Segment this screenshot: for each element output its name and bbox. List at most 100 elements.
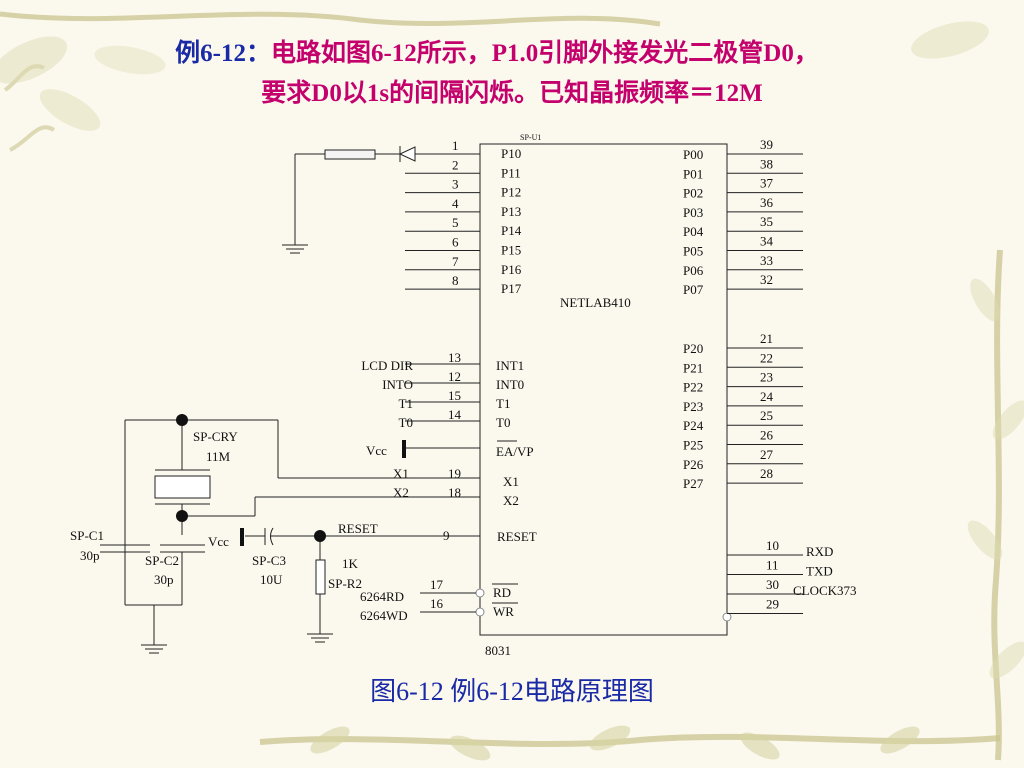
pin-label: P25	[683, 438, 703, 453]
pin-label: P06	[683, 263, 704, 278]
pin-label: P26	[683, 457, 704, 472]
pin-label: P22	[683, 380, 703, 395]
pin-label: P15	[501, 243, 521, 258]
title-line-1-text: 电路如图6-12所示，P1.0引脚外接发光二极管D0，	[270, 40, 819, 67]
pin-number: 37	[760, 176, 774, 191]
pin-number: 5	[452, 215, 459, 230]
pin-number: 19	[448, 466, 461, 481]
example-tag: 例6-12：	[175, 40, 271, 67]
pin-number: 29	[766, 597, 779, 612]
pin-number: 4	[452, 196, 459, 211]
pin-number: 23	[760, 370, 773, 385]
pin-label: P00	[683, 147, 703, 162]
pin-number: 39	[760, 137, 773, 152]
schematic-wiring	[100, 143, 728, 654]
chip-pins: 1P102P113P124P135P146P157P168P1739P0038P…	[360, 137, 857, 623]
pin-number: 34	[760, 234, 774, 249]
title-line-2: 要求D0以1s的间隔闪烁。已知晶振频率＝12M	[261, 80, 763, 107]
pin-number: 32	[760, 272, 773, 287]
pin-label: INT0	[496, 377, 524, 392]
ground-icon	[141, 644, 167, 654]
title-line-1: 例6-12：电路如图6-12所示，P1.0引脚外接发光二极管D0，	[0, 34, 1024, 74]
c2-value: 30p	[154, 572, 174, 587]
pin-label: P17	[501, 281, 522, 296]
pin-number: 14	[448, 407, 462, 422]
pin-label: INT1	[496, 358, 524, 373]
r2-value: 1K	[342, 556, 359, 571]
led-d0-icon	[398, 146, 416, 162]
pin-number: 12	[448, 369, 461, 384]
c1-name: SP-C1	[70, 528, 104, 543]
chip-name: NETLAB410	[560, 295, 631, 310]
net-label: TXD	[806, 564, 833, 579]
pin-number: 8	[452, 273, 459, 288]
c1-value: 30p	[80, 548, 100, 563]
inverted-pin-markers	[475, 588, 732, 622]
pin-number: 36	[760, 195, 774, 210]
pin-number: 15	[448, 388, 461, 403]
pin-number: 30	[766, 577, 779, 592]
pin-label: WR	[493, 604, 514, 619]
crystal-value: 11M	[206, 449, 231, 464]
pin-number: 33	[760, 253, 773, 268]
chip-part: 8031	[485, 643, 511, 658]
pin-label: P05	[683, 244, 703, 259]
pin-label: P07	[683, 282, 704, 297]
pin-number: 38	[760, 156, 773, 171]
pin-label: P16	[501, 262, 522, 277]
chip-body	[479, 143, 728, 636]
pin-number: 1	[452, 138, 459, 153]
pin-number: 6	[452, 235, 459, 250]
pin-number: 24	[760, 389, 774, 404]
pin-number: 25	[760, 408, 773, 423]
net-label: 6264RD	[360, 589, 404, 604]
pin-label: P20	[683, 341, 703, 356]
pin-label: P21	[683, 360, 703, 375]
crystal-body	[154, 475, 211, 499]
pin-number: 27	[760, 447, 774, 462]
net-label: 6264WD	[360, 608, 408, 623]
pin-label: P02	[683, 186, 703, 201]
pin-number: 17	[430, 577, 444, 592]
pin-number: 21	[760, 331, 773, 346]
pin-label: P24	[683, 418, 704, 433]
pin-label: P03	[683, 205, 703, 220]
reset-net-label: RESET	[338, 521, 378, 536]
pin-label: P10	[501, 146, 521, 161]
net-label: LCD DIR	[361, 358, 413, 373]
pin-label: P01	[683, 166, 703, 181]
pin-number: 7	[452, 254, 459, 269]
net-label: CLOCK373	[793, 583, 857, 598]
c3-name: SP-C3	[252, 553, 286, 568]
pin-label: T0	[496, 415, 510, 430]
ground-icon	[282, 244, 308, 254]
slide-title: 例6-12：电路如图6-12所示，P1.0引脚外接发光二极管D0， 要求D0以1…	[0, 34, 1024, 114]
c3-value: 10U	[260, 572, 283, 587]
pin-number: 13	[448, 350, 461, 365]
pin-label: P12	[501, 185, 521, 200]
pin-number: 16	[430, 596, 444, 611]
pin-number: 22	[760, 350, 773, 365]
crystal-name: SP-CRY	[193, 429, 238, 444]
pin-number: 35	[760, 214, 773, 229]
reset-pin-num: 9	[443, 528, 450, 543]
net-label: X1	[393, 466, 409, 481]
reset-pin-label: RESET	[497, 529, 537, 544]
pin-number: 11	[766, 558, 779, 573]
resistor-d0	[324, 149, 376, 160]
r2-name: SP-R2	[328, 576, 362, 591]
pin-label: X1	[503, 474, 519, 489]
pin-label: P14	[501, 223, 522, 238]
pin-number: 2	[452, 157, 459, 172]
ea-pin-label: EA/VP	[496, 444, 534, 459]
pin-label: P27	[683, 476, 704, 491]
pin-label: X2	[503, 493, 519, 508]
reset-vcc-label: Vcc	[208, 534, 229, 549]
pin-number: 28	[760, 466, 773, 481]
pin-label: P04	[683, 224, 704, 239]
schematic-junctions	[176, 414, 406, 546]
resistor-r2	[315, 559, 326, 595]
